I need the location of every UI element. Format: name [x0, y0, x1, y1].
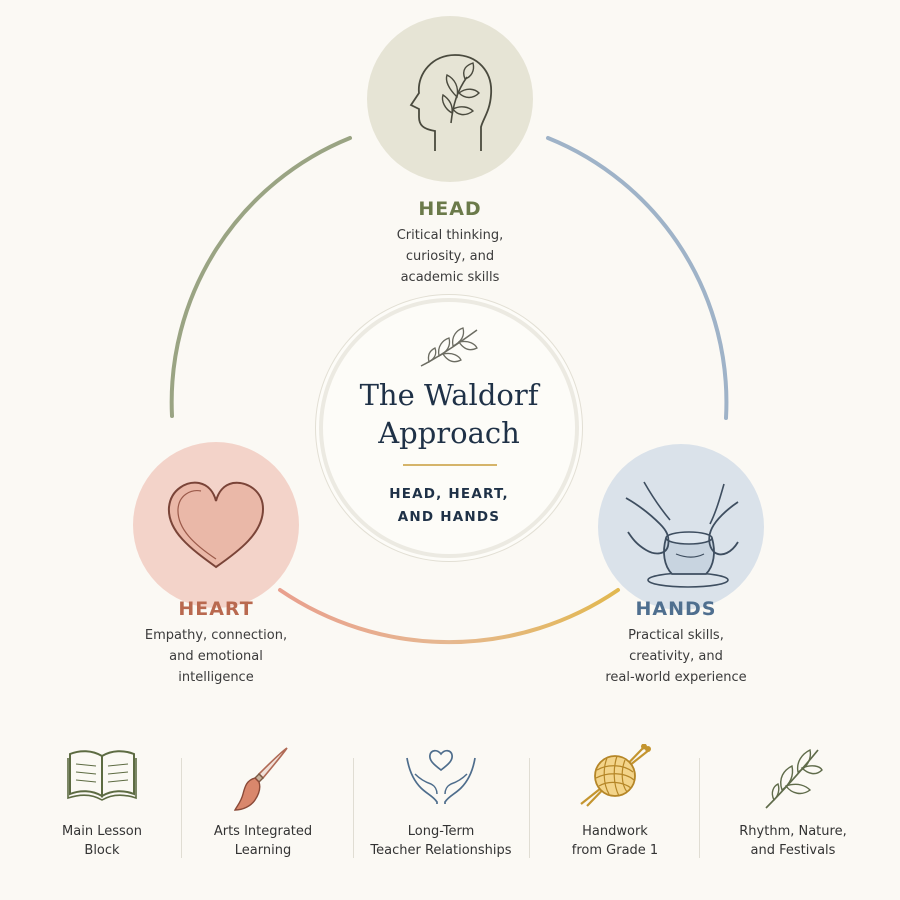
- feature-separator: [181, 758, 182, 858]
- hands-desc-line: Practical skills,: [628, 628, 724, 643]
- feature-label-line: Teacher Relationships: [370, 843, 512, 858]
- head-leaf-icon: [409, 54, 492, 151]
- hands-heart-icon: [406, 749, 476, 804]
- ring-arc-heart-hands: [278, 588, 620, 645]
- pottery-hands-icon: [625, 481, 739, 588]
- heart-icon: [167, 481, 265, 569]
- hands-circle: [598, 444, 764, 610]
- feature-rhythm-nature: Rhythm, Nature, and Festivals: [708, 740, 878, 870]
- head-description: Critical thinking, curiosity, and academ…: [340, 225, 560, 288]
- feature-label-line: Main Lesson: [62, 824, 142, 839]
- feature-label: Long-Term Teacher Relationships: [356, 822, 526, 860]
- center-subtitle: HEAD, HEART, AND HANDS: [323, 483, 575, 529]
- head-title: HEAD: [418, 198, 482, 220]
- head-desc-line: Critical thinking,: [396, 228, 504, 243]
- feature-label-line: Long-Term: [407, 824, 475, 839]
- feature-label-line: Arts Integrated: [213, 824, 313, 839]
- feature-separator: [353, 758, 354, 858]
- feature-label: Arts Integrated Learning: [178, 822, 348, 860]
- heart-title: HEART: [178, 598, 254, 620]
- head-desc-line: academic skills: [400, 270, 500, 285]
- hands-desc-line: creativity, and: [629, 649, 723, 664]
- center-subtitle-line: AND HANDS: [397, 509, 501, 525]
- feature-label-line: Handwork: [582, 824, 648, 839]
- feature-label: Handwork from Grade 1: [530, 822, 700, 860]
- head-desc-line: curiosity, and: [405, 249, 495, 264]
- heart-desc-line: Empathy, connection,: [144, 628, 288, 643]
- feature-label-line: Rhythm, Nature,: [739, 824, 847, 839]
- feature-teacher-relationships: Long-Term Teacher Relationships: [356, 740, 526, 870]
- feature-main-lesson: Main Lesson Block: [17, 740, 187, 870]
- feature-label-line: Block: [84, 843, 120, 858]
- feature-label-line: Learning: [234, 843, 292, 858]
- feature-handwork: Handwork from Grade 1: [530, 740, 700, 870]
- feature-label: Rhythm, Nature, and Festivals: [708, 822, 878, 860]
- heart-description: Empathy, connection, and emotional intel…: [106, 625, 326, 688]
- head-circle: [367, 16, 533, 182]
- center-title-line: Approach: [378, 416, 520, 450]
- feature-label-line: and Festivals: [750, 843, 836, 858]
- heart-circle: [133, 442, 299, 608]
- center-subtitle-line: HEAD, HEART,: [389, 486, 509, 502]
- paintbrush-icon: [233, 747, 288, 811]
- leaf-sprig-icon: [420, 327, 478, 367]
- feature-arts: Arts Integrated Learning: [178, 740, 348, 870]
- ring-arc-head-hands: [546, 136, 729, 420]
- center-divider: [403, 464, 497, 466]
- hands-title: HANDS: [635, 598, 717, 620]
- feature-separator: [699, 758, 700, 858]
- open-book-icon: [67, 750, 137, 801]
- yarn-needles-icon: [580, 744, 651, 807]
- hands-desc-line: real-world experience: [605, 670, 747, 685]
- feature-label: Main Lesson Block: [17, 822, 187, 860]
- feature-label-line: from Grade 1: [571, 843, 659, 858]
- heart-desc-line: and emotional: [169, 649, 263, 664]
- feature-separator: [529, 758, 530, 858]
- hands-description: Practical skills, creativity, and real-w…: [566, 625, 786, 688]
- leaf-branch-icon: [765, 748, 823, 809]
- center-title: The Waldorf Approach: [323, 376, 575, 452]
- center-title-line: The Waldorf: [359, 378, 539, 412]
- heart-desc-line: intelligence: [178, 670, 254, 685]
- ring-arc-head-heart: [169, 136, 352, 418]
